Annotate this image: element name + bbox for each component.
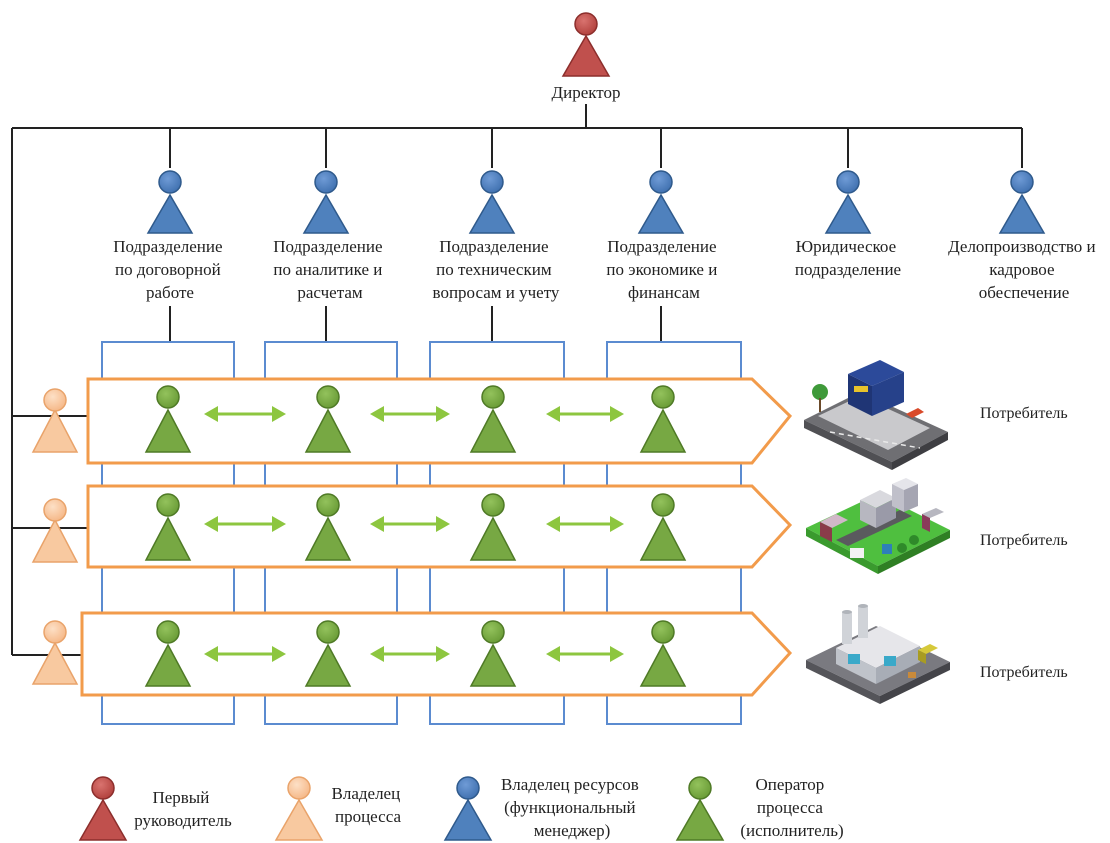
department-heads: Подразделение по договорной работе Подра… xyxy=(113,170,1100,302)
department-label: Подразделение по договорной работе xyxy=(113,237,227,302)
legend-item-process-owner: Владелец процесса xyxy=(274,776,405,841)
department-label: Делопроизводство и кадровое обеспечение xyxy=(948,237,1100,302)
store-scene-icon xyxy=(804,360,948,470)
legend-label: Владелец ресурсов (функциональный менедж… xyxy=(501,775,643,840)
department-label: Юридическое подразделение xyxy=(795,237,901,279)
department-head-4: Подразделение по экономике и финансам xyxy=(606,170,721,302)
department-head-2: Подразделение по аналитике и расчетам xyxy=(273,170,387,302)
legend: Первый руководитель Владелец процесса Вл… xyxy=(78,775,844,841)
legend-item-resource-owner: Владелец ресурсов (функциональный менедж… xyxy=(443,775,643,841)
resource-owner-icon xyxy=(824,170,872,234)
operator-icon xyxy=(469,493,517,561)
process-owner-icon xyxy=(31,620,79,685)
resource-owner-icon xyxy=(468,170,516,234)
consumer-label: Потребитель xyxy=(980,405,1068,422)
department-head-3: Подразделение по техническим вопросам и … xyxy=(433,170,560,302)
department-head-1: Подразделение по договорной работе xyxy=(113,170,227,302)
department-label: Подразделение по техническим вопросам и … xyxy=(433,237,560,302)
process-lane-2: Потребитель xyxy=(31,478,1068,574)
double-arrow-icon xyxy=(370,646,450,662)
consumer-label: Потребитель xyxy=(980,664,1068,681)
resource-owner-icon xyxy=(637,170,685,234)
operator-icon xyxy=(639,493,687,561)
process-owner-icon xyxy=(31,498,79,563)
department-head-6: Делопроизводство и кадровое обеспечение xyxy=(948,170,1100,302)
operator-icon xyxy=(304,620,352,687)
operator-icon xyxy=(469,620,517,687)
department-label: Подразделение по аналитике и расчетам xyxy=(273,237,387,302)
operator-icon xyxy=(304,385,352,453)
resource-owner-icon xyxy=(443,776,493,841)
operator-icon xyxy=(304,493,352,561)
director-figure-icon xyxy=(561,12,611,77)
double-arrow-icon xyxy=(546,646,624,662)
operator-icon xyxy=(144,493,192,561)
process-lane-3: Потребитель xyxy=(31,604,1068,704)
operator-icon xyxy=(675,776,725,841)
legend-label: Владелец процесса xyxy=(332,784,405,826)
legend-label: Первый руководитель xyxy=(134,788,232,830)
operator-icon xyxy=(639,385,687,453)
process-lane-1: Потребитель xyxy=(31,360,1068,470)
director: Директор xyxy=(552,12,621,102)
resource-owner-icon xyxy=(302,170,350,234)
double-arrow-icon xyxy=(370,406,450,422)
double-arrow-icon xyxy=(546,516,624,532)
city-scene-icon xyxy=(806,478,950,574)
legend-item-process-operator: Оператор процесса (исполнитель) xyxy=(675,775,844,841)
resource-owner-icon xyxy=(998,170,1046,234)
operator-icon xyxy=(469,385,517,453)
double-arrow-icon xyxy=(204,406,286,422)
process-owner-icon xyxy=(31,388,79,453)
consumer-label: Потребитель xyxy=(980,532,1068,549)
legend-item-first-leader: Первый руководитель xyxy=(78,776,232,841)
legend-label: Оператор процесса (исполнитель) xyxy=(740,775,843,840)
hierarchy-lines xyxy=(11,104,1023,656)
process-lanes: Потребитель xyxy=(31,360,1068,704)
operator-icon xyxy=(639,620,687,687)
double-arrow-icon xyxy=(204,516,286,532)
resource-owner-icon xyxy=(146,170,194,234)
first-leader-icon xyxy=(78,776,128,841)
double-arrow-icon xyxy=(204,646,286,662)
double-arrow-icon xyxy=(546,406,624,422)
process-owner-icon xyxy=(274,776,324,841)
director-label: Директор xyxy=(552,83,621,102)
department-head-5: Юридическое подразделение xyxy=(795,170,901,279)
factory-scene-icon xyxy=(806,604,950,704)
operator-icon xyxy=(144,620,192,687)
operator-icon xyxy=(144,385,192,453)
process-lane-arrow xyxy=(86,377,793,465)
double-arrow-icon xyxy=(370,516,450,532)
department-label: Подразделение по экономике и финансам xyxy=(606,237,721,302)
